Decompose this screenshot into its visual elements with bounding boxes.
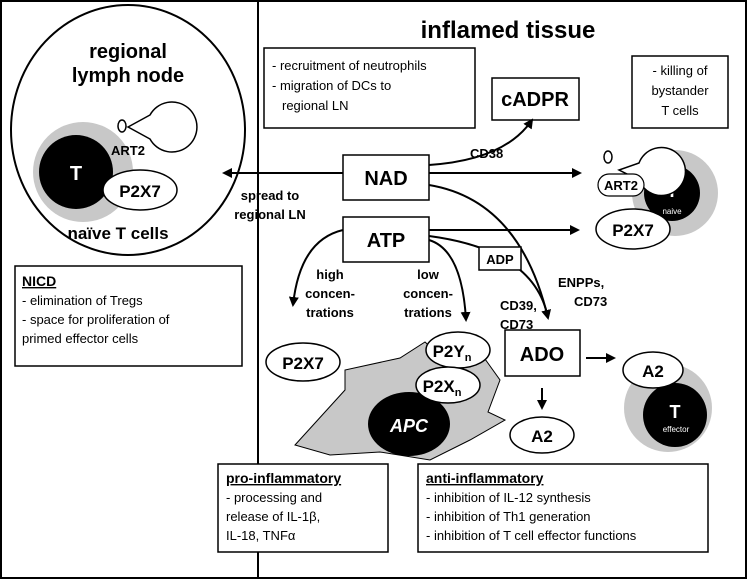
nad-box bbox=[342, 154, 430, 201]
apc-p2x-label: P2Xn bbox=[423, 377, 462, 399]
apc-p2x7-receptor bbox=[265, 342, 341, 382]
ado-label: ADO bbox=[520, 344, 564, 366]
lymph-p2x7-receptor bbox=[102, 169, 178, 211]
nicd-line-1: - elimination of Tregs bbox=[22, 293, 143, 308]
high-conc-2: concen- bbox=[305, 286, 355, 301]
right-art2-enzyme-shape bbox=[617, 146, 687, 197]
apc-a2-label: A2 bbox=[531, 427, 553, 446]
effector-a2-receptor bbox=[622, 351, 684, 389]
nad-molecule-icon bbox=[117, 119, 127, 133]
atp-label: ATP bbox=[367, 230, 406, 252]
recruitment-box bbox=[263, 47, 476, 129]
lymph-node-title-1: regional bbox=[89, 41, 167, 63]
effector-cell-nucleus bbox=[643, 383, 707, 447]
recruitment-line-2: - migration of DCs to bbox=[272, 78, 391, 93]
killing-line-3: T cells bbox=[661, 103, 699, 118]
right-p2x7-receptor bbox=[595, 208, 671, 250]
pro-line-3: IL-18, TNFα bbox=[226, 528, 296, 543]
nicd-line-3: primed effector cells bbox=[22, 331, 139, 346]
effector-a2-label: A2 bbox=[642, 362, 664, 381]
low-conc-3: trations bbox=[404, 305, 452, 320]
right-art2-pill bbox=[597, 173, 645, 197]
naive-t-cell-nucleus bbox=[39, 135, 113, 209]
anti-inflammatory-box bbox=[417, 463, 709, 553]
spread-label-2: regional LN bbox=[234, 207, 306, 222]
high-conc-3: trations bbox=[306, 305, 354, 320]
atp-box bbox=[342, 216, 430, 263]
spread-label-1: spread to bbox=[241, 188, 300, 203]
right-naive-sub-label: naive bbox=[662, 207, 682, 216]
cd39-label-2: CD73 bbox=[500, 317, 533, 332]
pro-line-1: - processing and bbox=[226, 490, 322, 505]
lymph-p2x7-label: P2X7 bbox=[119, 182, 161, 201]
nicd-box bbox=[14, 265, 243, 367]
anti-line-3: - inhibition of T cell effector function… bbox=[426, 528, 637, 543]
low-conc-2: concen- bbox=[403, 286, 453, 301]
pro-inflammatory-title: pro-inflammatory bbox=[226, 470, 341, 486]
anti-inflammatory-title: anti-inflammatory bbox=[426, 470, 544, 486]
low-conc-1: low bbox=[417, 267, 440, 282]
killing-box bbox=[631, 55, 729, 129]
apc-p2x7-label: P2X7 bbox=[282, 354, 324, 373]
nicd-line-2: - space for proliferation of bbox=[22, 312, 170, 327]
ado-box bbox=[504, 329, 581, 377]
arrow-nad-to-ado bbox=[428, 184, 552, 320]
high-conc-1: high bbox=[316, 267, 343, 282]
apc-p2x-receptor bbox=[415, 366, 481, 404]
adp-label: ADP bbox=[486, 252, 514, 267]
nicd-title: NICD bbox=[22, 273, 56, 289]
recruitment-line-3: regional LN bbox=[282, 98, 349, 113]
apc-a2-receptor bbox=[509, 416, 575, 454]
killing-line-1: - killing of bbox=[653, 63, 708, 78]
recruitment-line-1: - recruitment of neutrophils bbox=[272, 58, 427, 73]
arrow-atp-high bbox=[288, 229, 344, 307]
apc-nucleus bbox=[368, 392, 450, 456]
enpps-label-2: CD73 bbox=[574, 294, 607, 309]
arrow-nad-to-cadpr bbox=[428, 118, 534, 166]
pro-line-2: release of IL-1β, bbox=[226, 509, 320, 524]
art2-enzyme-shape bbox=[126, 101, 198, 153]
cadpr-label: cADPR bbox=[501, 89, 569, 111]
effector-sub-label: effector bbox=[663, 425, 690, 434]
lymph-art2-label: ART2 bbox=[111, 143, 145, 158]
anti-line-1: - inhibition of IL-12 synthesis bbox=[426, 490, 591, 505]
adp-box bbox=[478, 246, 522, 271]
naive-t-cells-label: naïve T cells bbox=[67, 224, 168, 243]
arrow-atp-low bbox=[428, 239, 471, 322]
cd39-label-1: CD39, bbox=[500, 298, 537, 313]
right-nad-molecule-icon bbox=[603, 150, 613, 164]
killing-line-2: bystander bbox=[651, 83, 709, 98]
inflamed-tissue-title: inflamed tissue bbox=[421, 17, 596, 44]
lymph-node-title-2: lymph node bbox=[72, 65, 184, 87]
lymph-t-label: T bbox=[70, 163, 82, 185]
right-art2-label: ART2 bbox=[604, 178, 638, 193]
effector-t-label: T bbox=[670, 402, 681, 422]
enpps-label-1: ENPPs, bbox=[558, 275, 604, 290]
cd38-label: CD38 bbox=[470, 146, 503, 161]
pro-inflammatory-box bbox=[217, 463, 389, 553]
anti-line-2: - inhibition of Th1 generation bbox=[426, 509, 591, 524]
apc-p2y-label: P2Yn bbox=[433, 342, 472, 364]
apc-label: APC bbox=[389, 416, 429, 436]
cadpr-box bbox=[491, 77, 580, 121]
nad-label: NAD bbox=[364, 168, 407, 190]
right-p2x7-label: P2X7 bbox=[612, 221, 654, 240]
